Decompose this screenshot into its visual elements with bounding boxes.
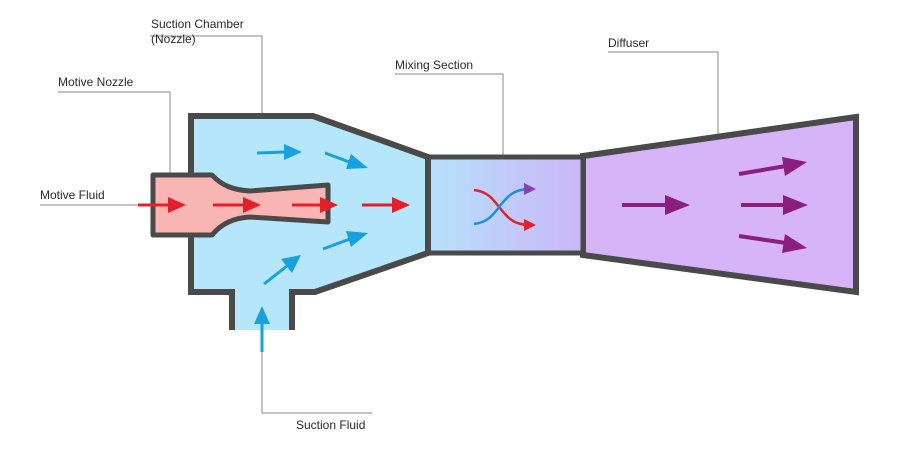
- motive-flow-arrow-icon: [292, 197, 338, 213]
- label-suction-chamber-line2: (Nozzle): [151, 32, 196, 46]
- diffuser-flow-arrows: [622, 157, 808, 253]
- motive-flow-arrow-icon: [138, 197, 186, 213]
- motive-flow-arrow-icon: [213, 197, 261, 213]
- suction-flow-arrow-icon: [324, 151, 368, 169]
- mixing-section-body: [425, 154, 586, 256]
- label-motive-nozzle: Motive Nozzle: [58, 75, 134, 89]
- diffuser-flow-arrow-icon: [738, 157, 807, 176]
- leader-diffuser: [608, 51, 719, 138]
- suction-flow-arrow-icon: [256, 144, 302, 160]
- label-suction-fluid: Suction Fluid: [296, 418, 366, 432]
- motive-flow-arrows: [138, 197, 410, 213]
- suction-flow-arrow-icon: [322, 231, 368, 251]
- leader-motive-nozzle: [58, 91, 171, 175]
- label-suction-chamber: Suction Chamber (Nozzle): [151, 17, 244, 47]
- label-suction-chamber-line1: Suction Chamber: [151, 17, 244, 31]
- label-mixing-section: Mixing Section: [395, 58, 474, 72]
- motive-flow-arrow-icon: [362, 197, 410, 213]
- label-diffuser: Diffuser: [608, 36, 650, 50]
- leader-mixing-section: [395, 73, 504, 156]
- suction-flow-arrow-icon: [254, 306, 270, 352]
- diffuser-flow-arrow-icon: [622, 195, 690, 215]
- label-motive-fluid: Motive Fluid: [40, 188, 105, 202]
- suction-flow-arrows: [254, 144, 368, 352]
- suction-flow-arrow-icon: [263, 255, 301, 286]
- leader-suction-chamber: [150, 35, 263, 115]
- mixing-cross-icon: [473, 183, 536, 231]
- suction-chamber-wall: [188, 113, 431, 330]
- diffuser-flow-arrow-icon: [738, 234, 807, 253]
- diffuser-flow-arrow-icon: [741, 195, 808, 215]
